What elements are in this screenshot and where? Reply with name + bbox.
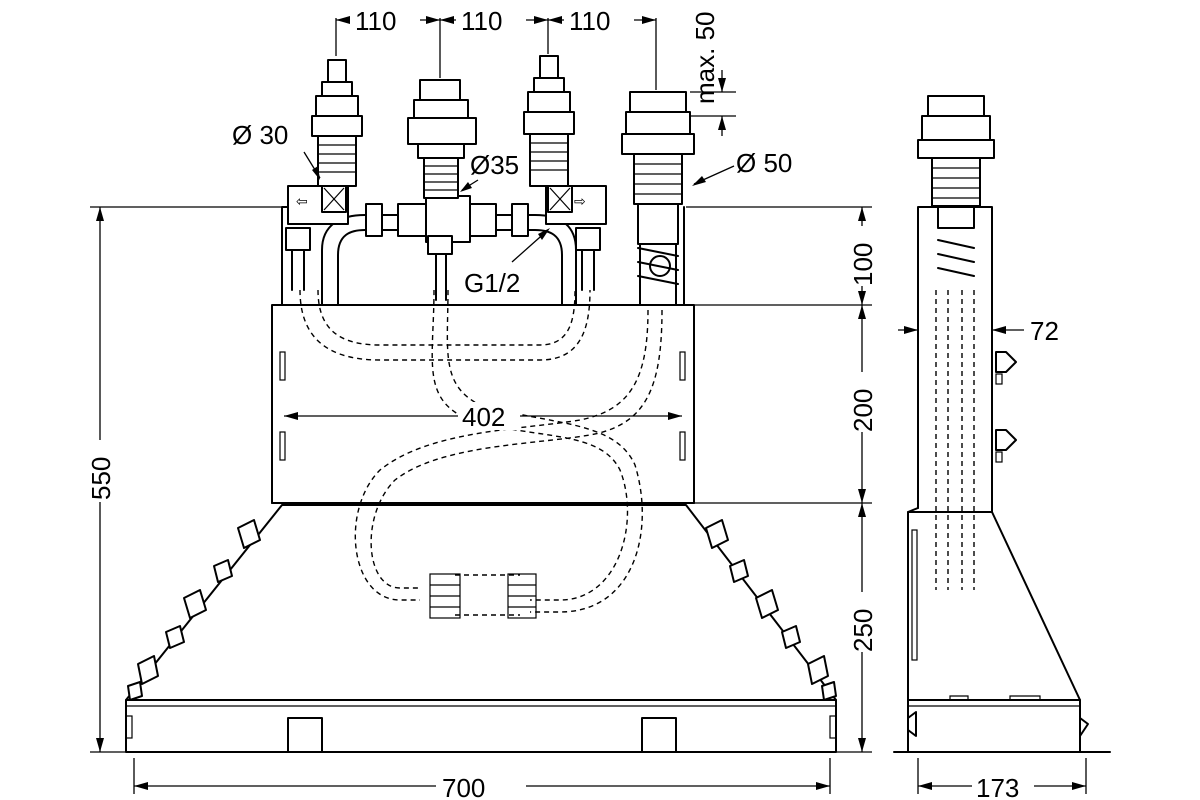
mounting-box — [271, 206, 695, 504]
dim-height-100: 100 — [848, 243, 878, 286]
dim-spacing-3: 110 — [569, 6, 610, 36]
dim-height-550: 550 — [86, 457, 116, 500]
dim-height-200: 200 — [848, 389, 878, 432]
side-view — [893, 95, 1111, 753]
dimension-labels: 110 110 110 max. 50 Ø 30 Ø35 Ø 50 G1/2 4… — [84, 6, 1059, 800]
center-spout — [407, 79, 477, 199]
hidden-hoses — [299, 289, 663, 619]
svg-text:⇦: ⇦ — [296, 193, 308, 209]
right-valve — [523, 55, 575, 187]
dim-width-173: 173 — [976, 773, 1019, 800]
left-valve — [311, 59, 363, 187]
base-housing — [125, 504, 837, 753]
dim-max-50: max. 50 — [690, 12, 720, 105]
dim-width-402: 402 — [462, 402, 505, 432]
dim-diameter-35: Ø35 — [470, 150, 519, 180]
dim-thread: G1/2 — [464, 268, 520, 298]
right-clips — [705, 519, 837, 701]
dim-diameter-30: Ø 30 — [232, 120, 288, 150]
dim-diameter-50: Ø 50 — [736, 148, 792, 178]
dim-height-250: 250 — [848, 609, 878, 652]
dim-depth-72: 72 — [1030, 316, 1059, 346]
dim-spacing-1: 110 — [355, 6, 396, 36]
left-clips — [127, 519, 261, 701]
svg-text:⇨: ⇨ — [574, 193, 586, 209]
dim-spacing-2: 110 — [461, 6, 502, 36]
handshower-holder — [621, 91, 695, 306]
dim-width-700: 700 — [442, 773, 485, 800]
top-piping: ⇦ ⇨ — [285, 185, 607, 306]
